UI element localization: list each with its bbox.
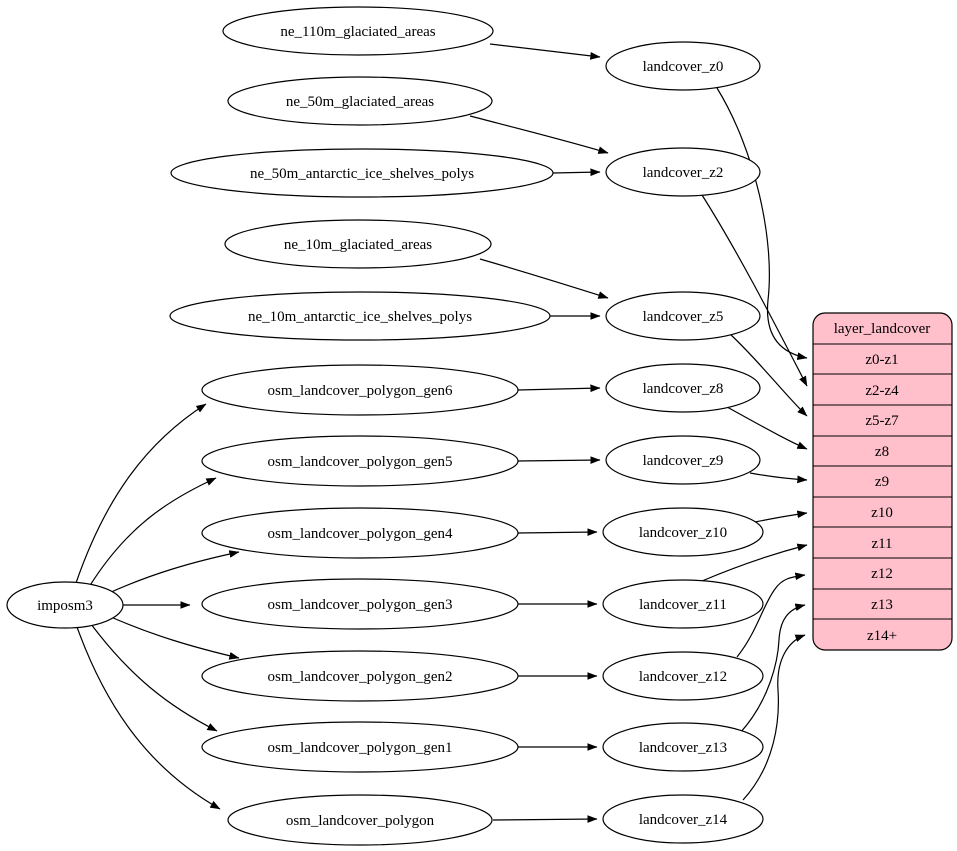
layer-row-z2-z4: z2-z4 bbox=[865, 383, 899, 399]
node-ne_10m_antarctic_ice_shelves_polys-label: ne_10m_antarctic_ice_shelves_polys bbox=[248, 309, 472, 325]
edge-landcover_z2--row-z2-z4 bbox=[701, 194, 808, 387]
edge-imposm3--osm_landcover_polygon_gen4 bbox=[108, 550, 240, 594]
layer-row-z9: z9 bbox=[875, 474, 889, 490]
node-landcover_z11: landcover_z11 bbox=[602, 579, 764, 629]
layer-row-z10: z10 bbox=[871, 505, 893, 521]
edge-landcover_z5--row-z5-z7 bbox=[729, 333, 808, 417]
edge-landcover_z10--row-z10 bbox=[754, 510, 808, 523]
edge-landcover_z12--row-z12 bbox=[736, 572, 806, 658]
node-landcover_z10-label: landcover_z10 bbox=[639, 525, 727, 541]
edge-osm_landcover_polygon_gen4--landcover_z10 bbox=[517, 528, 598, 536]
node-layer_landcover: layer_landcover z0-z1 z2-z4 z5-z7 z8 z9 … bbox=[812, 312, 953, 651]
edge-landcover_z8--row-z8 bbox=[726, 406, 808, 450]
node-landcover_z13: landcover_z13 bbox=[602, 722, 764, 772]
node-landcover_z11-label: landcover_z11 bbox=[639, 597, 727, 613]
edge-ne_50m_glaciated_areas--landcover_z2 bbox=[469, 115, 609, 154]
node-landcover_z9: landcover_z9 bbox=[605, 435, 761, 485]
edge-ne_10m_glaciated_areas--landcover_z5 bbox=[479, 258, 609, 299]
edge-landcover_z11--row-z11 bbox=[701, 543, 808, 582]
edge-ne_50m_antarctic_ice_shelves_polys--landcover_z2 bbox=[552, 168, 601, 177]
node-osm_landcover_polygon_gen6: osm_landcover_polygon_gen6 bbox=[201, 364, 519, 416]
layer-table-box bbox=[812, 312, 953, 651]
node-landcover_z0-label: landcover_z0 bbox=[643, 59, 724, 75]
edge-imposm3--osm_landcover_polygon bbox=[76, 626, 221, 810]
node-landcover_z2: landcover_z2 bbox=[605, 147, 761, 197]
edges-layer bbox=[75, 43, 808, 823]
node-landcover_z14-label: landcover_z14 bbox=[639, 812, 728, 828]
node-landcover_z5-label: landcover_z5 bbox=[643, 309, 724, 325]
edge-osm_landcover_polygon_gen5--landcover_z9 bbox=[517, 456, 601, 464]
node-osm_landcover_polygon_gen3-label: osm_landcover_polygon_gen3 bbox=[268, 597, 453, 613]
node-osm_landcover_polygon: osm_landcover_polygon bbox=[227, 794, 493, 846]
node-osm_landcover_polygon-label: osm_landcover_polygon bbox=[286, 813, 435, 829]
layer-table-title: layer_landcover bbox=[834, 321, 931, 337]
edge-imposm3--osm_landcover_polygon_gen6 bbox=[75, 403, 207, 584]
node-landcover_z9-label: landcover_z9 bbox=[643, 453, 724, 469]
node-ne_50m_glaciated_areas-label: ne_50m_glaciated_areas bbox=[286, 94, 434, 110]
node-landcover_z10: landcover_z10 bbox=[602, 507, 764, 557]
node-landcover_z13-label: landcover_z13 bbox=[639, 740, 727, 756]
node-landcover_z12: landcover_z12 bbox=[602, 651, 764, 701]
node-landcover_z0: landcover_z0 bbox=[605, 41, 761, 91]
edge-imposm3--osm_landcover_polygon_gen2 bbox=[110, 616, 240, 660]
node-ne_50m_antarctic_ice_shelves_polys: ne_50m_antarctic_ice_shelves_polys bbox=[170, 148, 554, 198]
node-landcover_z8: landcover_z8 bbox=[605, 363, 761, 413]
edge-imposm3--osm_landcover_polygon_gen1 bbox=[90, 623, 218, 732]
node-osm_landcover_polygon_gen3: osm_landcover_polygon_gen3 bbox=[201, 578, 519, 630]
edge-landcover_z14--row-z14 bbox=[742, 634, 806, 801]
layer-row-z13: z13 bbox=[871, 597, 893, 613]
node-osm_landcover_polygon_gen1: osm_landcover_polygon_gen1 bbox=[201, 721, 519, 773]
node-osm_landcover_polygon_gen5-label: osm_landcover_polygon_gen5 bbox=[268, 454, 453, 470]
edge-osm_landcover_polygon_gen6--landcover_z8 bbox=[517, 384, 601, 393]
node-landcover_z5: landcover_z5 bbox=[605, 291, 761, 341]
node-landcover_z12-label: landcover_z12 bbox=[639, 669, 727, 685]
node-ne_110m_glaciated_areas-label: ne_110m_glaciated_areas bbox=[280, 24, 435, 40]
node-osm_landcover_polygon_gen2: osm_landcover_polygon_gen2 bbox=[201, 650, 519, 702]
node-ne_50m_antarctic_ice_shelves_polys-label: ne_50m_antarctic_ice_shelves_polys bbox=[250, 166, 474, 182]
node-osm_landcover_polygon_gen4: osm_landcover_polygon_gen4 bbox=[201, 507, 519, 559]
node-ne_10m_glaciated_areas-label: ne_10m_glaciated_areas bbox=[284, 237, 432, 253]
edge-landcover_z9--row-z9 bbox=[749, 472, 808, 484]
edge-landcover_z0--row-z0-z1 bbox=[716, 87, 808, 361]
node-osm_landcover_polygon_gen2-label: osm_landcover_polygon_gen2 bbox=[268, 669, 453, 685]
node-ne_50m_glaciated_areas: ne_50m_glaciated_areas bbox=[227, 76, 493, 126]
node-osm_landcover_polygon_gen5: osm_landcover_polygon_gen5 bbox=[201, 435, 519, 487]
layer-row-z14: z14+ bbox=[867, 628, 897, 644]
edge-ne_110m_glaciated_areas--landcover_z0 bbox=[489, 43, 601, 60]
edge-osm_landcover_polygon--landcover_z14 bbox=[492, 815, 598, 823]
node-osm_landcover_polygon_gen1-label: osm_landcover_polygon_gen1 bbox=[268, 740, 453, 756]
node-imposm3: imposm3 bbox=[6, 581, 124, 629]
layer-row-z12: z12 bbox=[871, 566, 893, 582]
layer-row-z0-z1: z0-z1 bbox=[865, 352, 898, 368]
node-landcover_z2-label: landcover_z2 bbox=[643, 165, 724, 181]
node-ne_110m_glaciated_areas: ne_110m_glaciated_areas bbox=[222, 6, 494, 56]
node-landcover_z14: landcover_z14 bbox=[602, 794, 764, 844]
node-ne_10m_glaciated_areas: ne_10m_glaciated_areas bbox=[224, 219, 492, 269]
node-ne_10m_antarctic_ice_shelves_polys: ne_10m_antarctic_ice_shelves_polys bbox=[169, 291, 551, 341]
layer-row-z11: z11 bbox=[871, 536, 892, 552]
edge-landcover_z13--row-z13 bbox=[739, 603, 806, 734]
edge-imposm3--osm_landcover_polygon_gen5 bbox=[88, 477, 217, 588]
node-imposm3-label: imposm3 bbox=[37, 598, 93, 614]
node-osm_landcover_polygon_gen4-label: osm_landcover_polygon_gen4 bbox=[268, 526, 453, 542]
layer-row-z8: z8 bbox=[875, 444, 889, 460]
node-osm_landcover_polygon_gen6-label: osm_landcover_polygon_gen6 bbox=[268, 383, 453, 399]
layer-row-z5-z7: z5-z7 bbox=[865, 413, 899, 429]
node-landcover_z8-label: landcover_z8 bbox=[643, 381, 724, 397]
